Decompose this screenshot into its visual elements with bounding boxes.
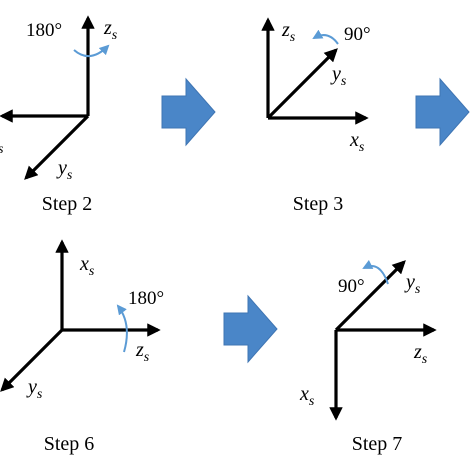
step-2-panel: 180° zs ys s Step 2 [0,15,118,215]
step-2-rotation-angle: 180° [26,20,62,41]
step-3-rotation-arrow-icon [312,29,339,45]
step-6-y-label: ys [26,376,43,402]
step-3-y-axis [266,48,338,120]
step-6-rotation-arrow-icon [116,304,128,353]
step-3-x-label: xs [349,129,365,155]
right-arrow-icon [161,77,216,147]
step-7-z-label: zs [413,341,428,367]
step-6-rotation-angle: 180° [128,288,164,309]
step-2-rotation-arrow-icon [73,44,110,57]
step-7-rotation-arrow-icon [362,259,389,285]
step-7-y-axis [334,260,406,332]
step-2-x-label: s [0,142,4,157]
step-3-caption: Step 3 [293,193,344,215]
step-3-y-label: ys [330,63,347,89]
step-3-rotation-angle: 90° [344,24,371,45]
step-7-y-label: ys [404,271,421,297]
step-2-caption: Step 2 [42,193,93,215]
right-arrow-icon [415,77,470,147]
step-6-x-label: xs [79,253,95,279]
step-7-x-label: xs [299,383,315,409]
step-2-y-axis [24,114,90,180]
step-7-caption: Step 7 [352,433,403,455]
step-2-y-label: ys [56,157,73,183]
step-6-z-label: zs [135,339,150,365]
step-6-caption: Step 6 [44,433,95,455]
step-2-z-label: zs [103,17,118,43]
step-7-rotation-angle: 90° [338,276,365,297]
step-7-panel: 90° ys zs xs Step 7 [299,259,437,455]
right-arrow-icon [223,294,278,364]
step-6-y-axis [0,328,64,392]
step-3-z-label: zs [281,19,296,45]
step-6-panel: 180° xs zs ys Step 6 [0,239,164,455]
step-3-panel: 90° zs ys xs Step 3 [261,17,371,215]
